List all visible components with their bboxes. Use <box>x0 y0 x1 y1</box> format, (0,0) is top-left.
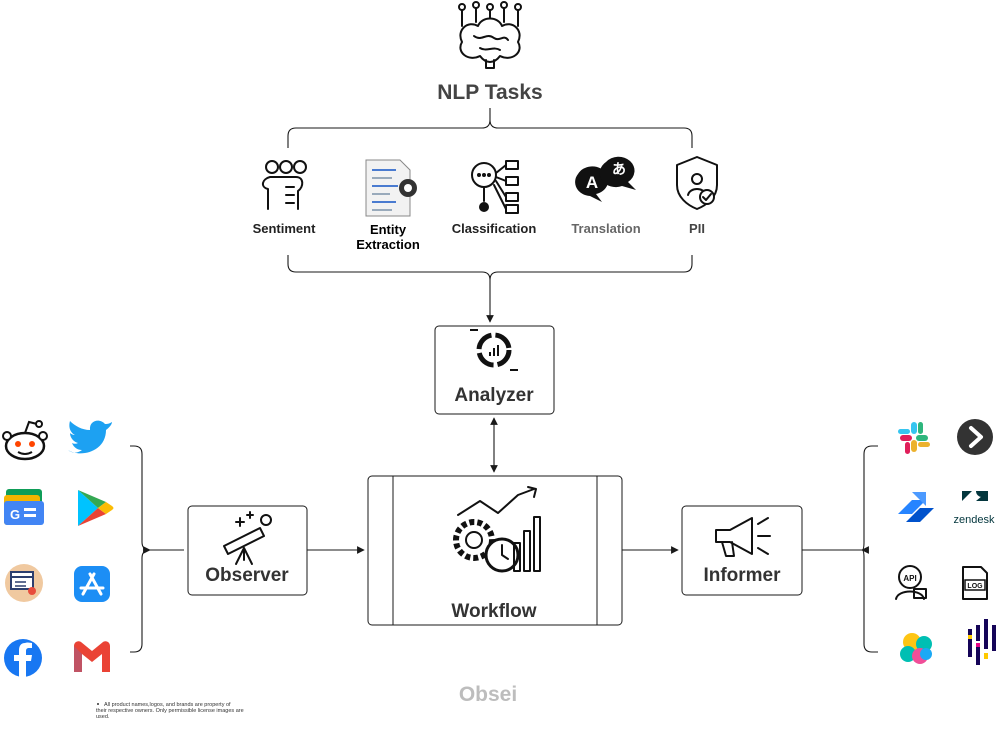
api-icon-label: API <box>903 574 916 583</box>
sinks-brace <box>802 445 878 653</box>
log-file-icon: LOG <box>962 566 988 600</box>
reddit-icon <box>2 420 48 461</box>
sentiment-icon <box>262 160 307 210</box>
log-icon-label: LOG <box>967 583 983 590</box>
task-label-classification: Classification <box>452 221 537 236</box>
google-play-icon <box>78 490 114 526</box>
tasks-brace-top <box>287 108 693 148</box>
nlp-tasks-title: NLP Tasks <box>437 81 542 104</box>
next-arrow-icon <box>957 419 993 455</box>
google-news-icon: G <box>4 489 44 525</box>
task-label-translation: Translation <box>571 221 640 236</box>
translation-icon: A あ <box>575 156 636 202</box>
sources-brace <box>130 445 184 653</box>
workflow-gears-icon <box>453 486 541 573</box>
app-store-icon <box>74 566 110 602</box>
slack-icon <box>898 422 930 454</box>
svg-text:A: A <box>586 173 598 192</box>
informer-label: Informer <box>703 565 781 586</box>
entity-extraction-icon <box>365 159 417 217</box>
brand-name: Obsei <box>459 683 517 706</box>
brain-circuit-icon <box>458 1 522 69</box>
observer-label: Observer <box>205 565 289 586</box>
disclaimer: All product names,logos, and brands are … <box>96 702 244 720</box>
zendesk-icon: zendesk <box>954 491 995 526</box>
classification-icon <box>471 160 519 214</box>
elasticsearch-icon <box>900 633 932 664</box>
api-icon: API <box>895 565 927 600</box>
svg-text:あ: あ <box>612 161 626 177</box>
zendesk-wordmark: zendesk <box>954 514 995 526</box>
pii-shield-icon <box>676 156 718 210</box>
telescope-icon <box>223 511 272 565</box>
pandas-icon <box>968 619 996 665</box>
facebook-icon <box>4 639 42 677</box>
analyzer-box[interactable] <box>434 325 555 415</box>
disclaimer-line-2: their respective owners. Only permissibl… <box>96 708 244 714</box>
disclaimer-line-1: All product names,logos, and brands are … <box>104 702 231 708</box>
gmail-icon <box>74 641 110 672</box>
jira-icon <box>898 492 934 522</box>
task-label-pii: PII <box>689 221 705 236</box>
workflow-label: Workflow <box>451 601 536 622</box>
megaphone-icon <box>715 517 771 557</box>
svg-text:G: G <box>10 507 20 522</box>
disclaimer-line-3: used. <box>96 714 110 720</box>
analyzer-label: Analyzer <box>454 385 534 406</box>
twitter-icon <box>68 420 112 454</box>
task-label-sentiment: Sentiment <box>253 221 317 236</box>
analyzer-icon <box>470 329 518 371</box>
tasks-brace-bottom <box>287 255 693 288</box>
web-scraper-icon <box>5 564 43 602</box>
